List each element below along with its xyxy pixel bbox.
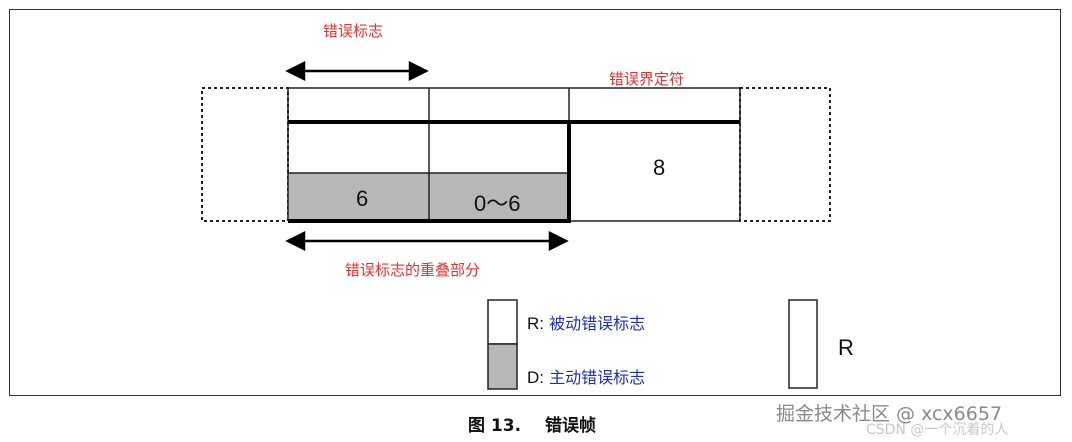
cell-active-a: 6 xyxy=(356,186,369,211)
cell-active-b: 0～6 xyxy=(474,191,521,216)
diagram-frame xyxy=(9,9,1061,396)
error-flag-label: 错误标志 xyxy=(323,22,384,40)
watermark-csdn: CSDN @一个沉着的人 xyxy=(866,422,1009,438)
recessive-symbol: R xyxy=(838,335,854,360)
legend-passive-prefix: R: xyxy=(527,314,544,333)
figure-title: 错误帧 xyxy=(544,416,596,436)
legend-active-box xyxy=(487,343,518,390)
legend-active-text: 主动错误标志 xyxy=(549,368,646,387)
legend-active-prefix: D: xyxy=(527,368,544,387)
overlap-arrow xyxy=(285,230,569,252)
flag-overlap-label: 错误标志的重叠部分 xyxy=(345,261,481,279)
left-dotted-box xyxy=(201,87,289,222)
figure-caption: 图 13. 错误帧 xyxy=(468,411,596,436)
watermark-juejin: 掘金技术社区 @ xcx6657 xyxy=(776,403,1003,425)
legend-active: D: 主动错误标志 xyxy=(527,364,645,388)
figure-number: 图 13. xyxy=(468,416,522,436)
legend-passive-box xyxy=(487,299,518,345)
error-flag-arrow xyxy=(285,60,429,82)
legend-passive-text: 被动错误标志 xyxy=(549,314,646,333)
legend-passive: R: 被动错误标志 xyxy=(527,310,645,334)
recessive-box xyxy=(788,299,818,389)
signal-trace-low xyxy=(288,122,571,223)
error-delimiter-label: 错误界定符 xyxy=(609,70,685,88)
right-dotted-box xyxy=(739,87,831,222)
cell-delimiter: 8 xyxy=(653,155,666,180)
